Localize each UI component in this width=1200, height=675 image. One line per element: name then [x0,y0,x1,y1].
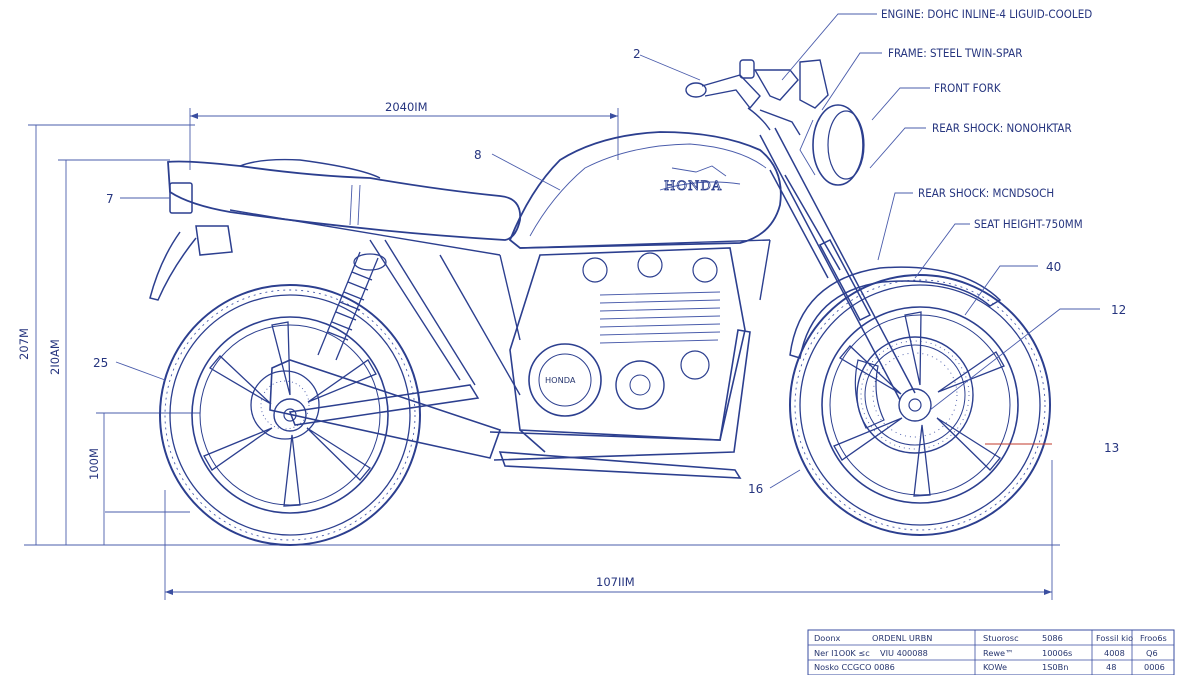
dim-overall-height: 207M [17,328,31,360]
dim-seat-height: 2I0AM [48,339,62,375]
callout-rear-shock-2: REAR SHOCK: MCNDSOCH [918,186,1054,200]
tb-r1-c4: 4008 [1104,648,1125,658]
tb-r1-c3: 10006s [1042,648,1072,658]
tb-r2-c5: 0006 [1144,662,1165,672]
handlebar [685,59,829,136]
callout-number-16: 16 [748,482,763,496]
tb-r1-c0: Ner I1O0K ≤c [814,648,870,658]
callout-seat-height: SEAT HEIGHT-750MM [974,217,1083,231]
front-wheel [789,274,1051,536]
front-fender [789,266,1002,359]
tb-r1-c1: VIU 400088 [880,648,928,658]
tb-r2-c3: 1S0Bn [1042,662,1068,672]
callout-frame: FRAME: STEEL TWIN-SPAR [888,46,1022,60]
tb-r2-c2: KOWe [983,662,1007,672]
tb-r0-c2: Stuorosc [983,633,1019,643]
callout-number-40: 40 [1046,260,1061,274]
frame [229,209,771,396]
callout-engine: ENGINE: DOHC INLINE-4 LIGUID-COOLED [881,7,1092,21]
tb-r0-c5: Froo6s [1140,633,1167,643]
tb-r0-c3: 5086 [1042,633,1063,643]
headlight [799,104,865,186]
callout-number-2: 2 [633,47,641,61]
engine-case-logo: HONDA [545,375,576,385]
seat [167,158,522,241]
callout-number-25: 25 [93,356,108,370]
rear-wheel [159,284,421,546]
engine: HONDA [509,247,746,441]
callout-leaders [115,13,1100,489]
callout-number-7: 7 [106,192,114,206]
rear-shock [317,251,387,361]
rear-wheel-spokes [203,321,377,507]
front-wheel-spokes [833,311,1005,497]
tank-logo: HONDA [664,179,722,194]
callout-number-12: 12 [1111,303,1126,317]
tb-r2-c4: 48 [1106,662,1116,672]
rear-fender [149,182,233,301]
swingarm [288,384,480,426]
dim-top-length: 2040IM [385,100,428,114]
callout-number-8: 8 [474,148,482,162]
tb-r1-c2: Rewe™ [983,648,1013,658]
callout-number-13: 13 [1104,441,1119,455]
callout-front-fork: FRONT FORK [934,81,1001,95]
tb-r1-c5: Q6 [1146,648,1158,658]
callout-rear-shock-1: REAR SHOCK: NONOHKTAR [932,121,1072,135]
tb-r0-c1: ORDENL URBN [872,633,932,643]
fuel-tank: HONDA [508,131,782,249]
tb-r0-c0: Doonx [814,633,841,643]
tb-r2-c0: Nosko CCGCO 0086 [814,662,895,672]
dim-wheelbase: 107IIM [596,575,635,589]
tb-r0-c4: Fossil kio [1096,633,1133,643]
title-block: Doonx ORDENL URBN Stuorosc 5086 Fossil k… [807,629,1175,675]
exhaust [269,329,751,479]
dim-ground: 100M [87,448,101,480]
front-fork [759,127,916,401]
dimension-lines [24,108,1060,600]
